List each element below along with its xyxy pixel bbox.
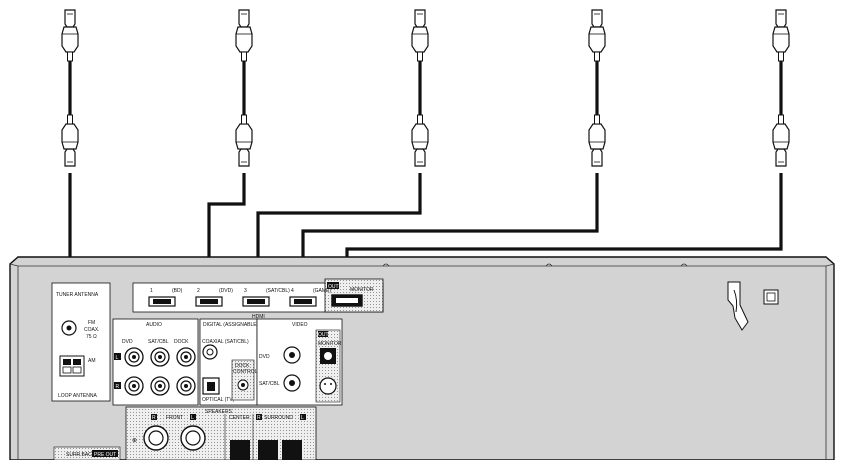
hdmi-input-4-label: (GAME): [313, 288, 331, 294]
audio-col-1-label: DVD: [122, 339, 133, 345]
hdmi-input-3-label: (SAT/CBL): [266, 288, 290, 294]
hdmi-plug-icon: [411, 114, 429, 167]
surr-back-label: SURR.BACK: [66, 452, 96, 458]
hdmi-plug-icon: [588, 9, 606, 62]
fm-impedance-label: 75 Ω: [86, 334, 97, 340]
surround-label: SURROUND: [264, 415, 293, 421]
front-l-terminal[interactable]: [180, 425, 206, 451]
tuner-antenna-label: TUNER ANTENNA: [56, 292, 99, 298]
front-r-badge: R: [152, 415, 156, 421]
center-label: CENTER: [229, 415, 250, 421]
surround-l-badge: L: [301, 415, 304, 421]
hdmi-label: HDMI: [252, 314, 265, 320]
am-label: AM: [88, 358, 96, 364]
hdmi-plug-icon: [588, 114, 606, 167]
video-out-badge: OUT: [318, 332, 329, 338]
hdmi-input-1-number: 1: [150, 288, 153, 294]
front-l-badge: L: [191, 415, 194, 421]
digital-section: DIGITAL (ASSIGNABLE) COAXIAL (SAT/CBL) O…: [199, 318, 259, 406]
dock-label: DOCK: [235, 363, 250, 369]
hdmi-monitor-label: MONITOR: [350, 287, 374, 293]
hdmi-input-4-number: 4: [291, 288, 294, 294]
hdmi-input-3-number: 3: [244, 288, 247, 294]
optical-label: OPTICAL (TV): [202, 397, 235, 403]
hdmi-plug-icon: [772, 9, 790, 62]
hdmi-plug-icon: [772, 114, 790, 167]
hdmi-plug-icon: [411, 9, 429, 62]
audio-row-R-badge: R: [116, 384, 120, 390]
front-r-terminal[interactable]: [143, 425, 169, 451]
hdmi-out-badge: OUT: [328, 284, 339, 290]
video-section: VIDEO DVD SAT/CBL OUT MONITOR: [256, 318, 343, 406]
front-label: FRONT: [166, 415, 183, 421]
coaxial-label: COAXIAL (SAT/CBL): [202, 339, 249, 345]
hdmi-plug-icon: [235, 114, 253, 167]
fm-label: FM: [88, 320, 95, 326]
s-video-jack[interactable]: [319, 377, 337, 395]
speakers-label: SPEAKERS: [205, 409, 233, 415]
tuner-antenna-section: TUNER ANTENNA FM COAX. 75 Ω AM LOOP ANTE…: [51, 282, 111, 402]
hdmi-input-2-number: 2: [197, 288, 200, 294]
video-monitor-label: MONITOR: [318, 341, 342, 347]
hdmi-plug-icon: [61, 9, 79, 62]
hdmi-plug-icon: [61, 114, 79, 167]
dock-control-label: CONTROL: [233, 369, 258, 375]
audio-label: AUDIO: [146, 322, 162, 328]
audio-section: AUDIO DVD SAT/CBL DOCK L R: [112, 318, 199, 406]
audio-col-3-label: DOCK: [174, 339, 189, 345]
loop-antenna-label: LOOP ANTENNA: [58, 393, 97, 399]
ground-terminal-icon: [763, 289, 779, 305]
audio-row-L-badge: L: [116, 355, 119, 361]
digital-label: DIGITAL (ASSIGNABLE): [203, 322, 259, 328]
hdmi-input-2-label: (DVD): [219, 288, 233, 294]
hdmi-input-1-label: (BD): [172, 288, 183, 294]
hdmi-plug-icon: [235, 9, 253, 62]
hdmi-section: HDMI 1 (BD) 2 (DVD) 3 (SAT/CBL)4 (GAME) OUT MO…: [132, 278, 384, 320]
surround-r-badge: R: [257, 415, 261, 421]
video-dvd-label: DVD: [259, 354, 270, 360]
cable-run-2: [207, 173, 246, 302]
front-plus-sign: ⊕: [132, 438, 137, 444]
pre-out-label: PRE OUT: [94, 452, 116, 458]
video-satcbl-label: SAT/CBL: [259, 381, 280, 387]
audio-col-2-label: SAT/CBL: [148, 339, 169, 345]
surr-back-pre-out: SURR.BACK PRE OUT: [53, 446, 121, 460]
coaxial-jack[interactable]: [202, 344, 218, 360]
video-label: VIDEO: [292, 322, 308, 328]
cord-hook-icon: [727, 281, 749, 331]
speakers-section: SPEAKERS R FRONT L ⊕ CENTER R SURROUND L: [125, 406, 317, 460]
fm-coax-label: COAX.: [84, 327, 100, 333]
